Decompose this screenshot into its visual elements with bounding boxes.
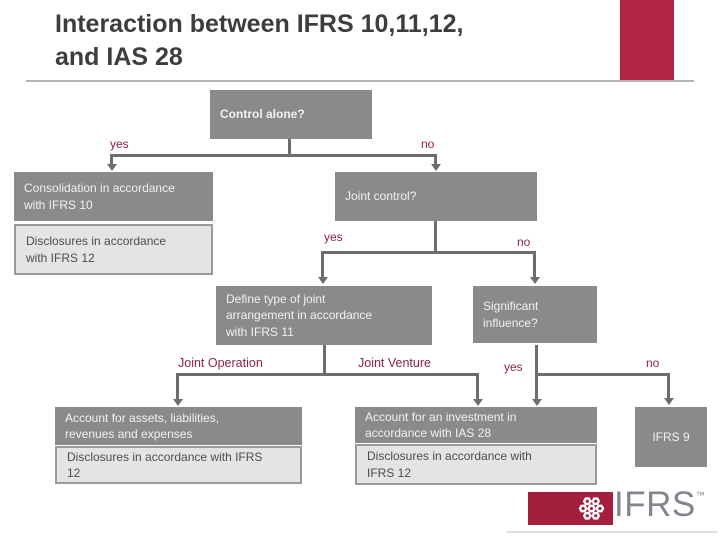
disclosures-left-text: Disclosures in accordance with IFRS 12: [26, 234, 167, 265]
significant-influence-text: Significant influence?: [483, 299, 539, 330]
connector: [535, 373, 670, 376]
arrow-down-icon: [318, 277, 328, 284]
branch-label-yes: yes: [324, 230, 343, 244]
arrow-down-icon: [107, 164, 117, 171]
ifrs-logo-wordmark: IFRS™: [614, 487, 705, 522]
branch-label-no: no: [646, 356, 660, 370]
arrow-down-icon: [664, 398, 674, 405]
disclosures-bottom-left-text: Disclosures in accordance with IFRS 12: [67, 449, 263, 480]
title-line1: Interaction between IFRS 10,11,12,: [55, 10, 464, 38]
connector: [434, 221, 437, 254]
branch-label-yes: yes: [110, 137, 129, 151]
consolidation-box: Consolidation in accordance with IFRS 10: [14, 172, 213, 221]
branch-label-no: no: [517, 235, 531, 249]
arrow-down-icon: [173, 399, 183, 406]
branch-label-no: no: [421, 137, 435, 151]
disclosures-left-box: Disclosures in accordance with IFRS 12: [14, 224, 213, 275]
joint-control-text: Joint control?: [345, 189, 417, 204]
ifrs-logo-text: IFRS: [614, 485, 696, 524]
trademark-symbol: ™: [695, 490, 705, 500]
arrow-down-icon: [530, 277, 540, 284]
define-type-box: Define type of joint arrangement in acco…: [216, 286, 432, 345]
title-line2: and IAS 28: [55, 43, 183, 71]
hexagon-flower-icon: [578, 495, 605, 527]
define-type-text: Define type of joint arrangement in acco…: [226, 292, 373, 339]
arrow-down-icon: [532, 399, 542, 406]
connector: [321, 251, 536, 254]
consolidation-text: Consolidation in accordance with IFRS 10: [24, 181, 175, 212]
ifrs9-box: IFRS 9: [635, 407, 707, 467]
branch-label-yes: yes: [504, 360, 523, 374]
disclosures-bottom-left-box: Disclosures in accordance with IFRS 12: [55, 446, 302, 484]
connector: [434, 154, 437, 166]
control-alone-box: Control alone?: [210, 90, 372, 139]
account-investment-text: Account for an investment in accordance …: [365, 409, 517, 440]
connector: [323, 345, 326, 376]
connector: [533, 251, 536, 279]
disclosures-bottom-right-box: Disclosures in accordance with IFRS 12: [355, 444, 597, 485]
ifrs9-text: IFRS 9: [652, 429, 690, 444]
significant-influence-box: Significant influence?: [473, 286, 597, 343]
disclosures-bottom-right-text: Disclosures in accordance with IFRS 12: [367, 449, 532, 480]
arrow-down-icon: [431, 164, 441, 171]
connector: [176, 373, 479, 376]
connector: [667, 373, 670, 400]
account-assets-box: Account for assets, liabilities, revenue…: [55, 407, 302, 445]
accent-bar: [620, 0, 674, 80]
account-assets-text: Account for assets, liabilities, revenue…: [65, 410, 220, 441]
arrow-down-icon: [473, 399, 483, 406]
control-alone-text: Control alone?: [220, 107, 305, 122]
connector: [110, 154, 437, 157]
branch-label-joint-operation: Joint Operation: [178, 356, 263, 370]
joint-control-box: Joint control?: [335, 172, 537, 221]
page-title: Interaction between IFRS 10,11,12, and IA…: [55, 8, 615, 74]
connector: [321, 251, 324, 279]
connector: [110, 154, 113, 166]
logo-underline: [507, 531, 717, 533]
branch-label-joint-venture: Joint Venture: [358, 356, 431, 370]
connector: [476, 373, 479, 401]
title-divider: [26, 80, 694, 82]
account-investment-box: Account for an investment in accordance …: [355, 407, 597, 443]
connector: [176, 373, 179, 401]
connector: [288, 139, 291, 156]
